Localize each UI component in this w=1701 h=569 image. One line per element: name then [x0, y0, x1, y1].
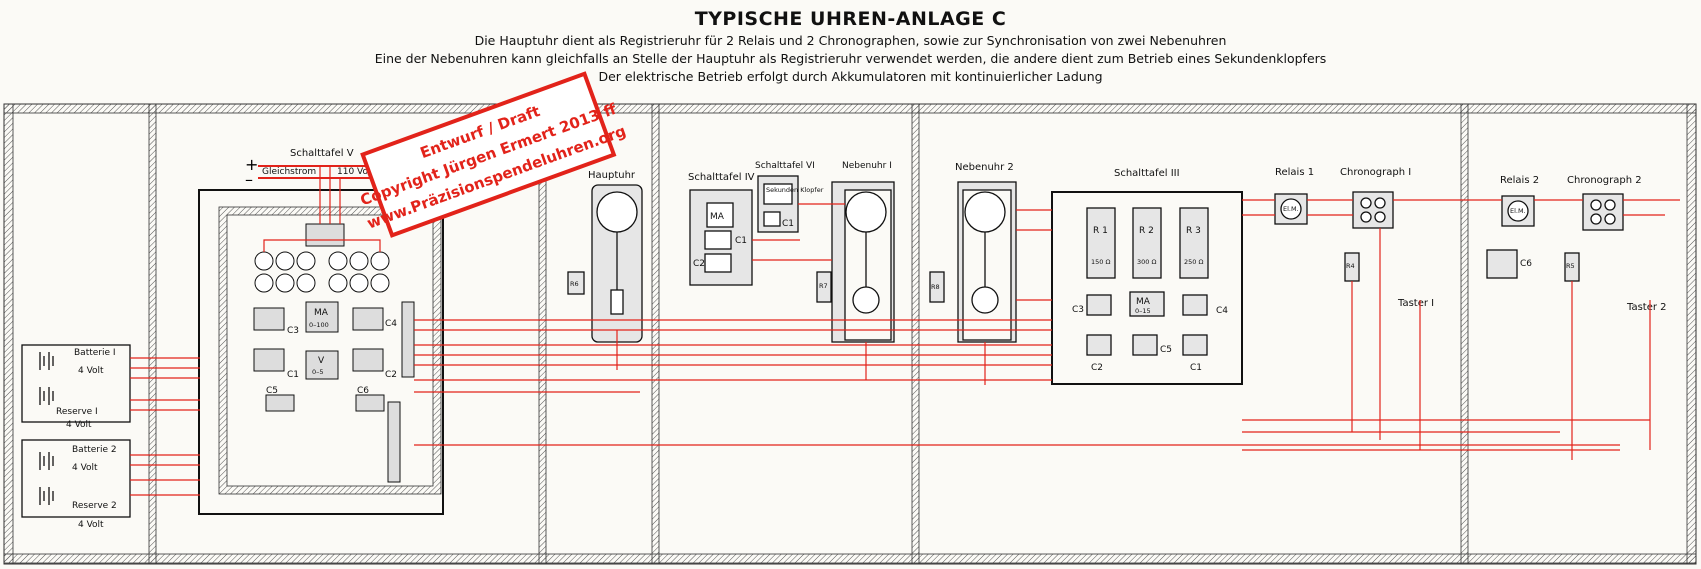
- r3-label: R 3: [1186, 226, 1201, 236]
- st5-c2-label: C2: [385, 370, 397, 380]
- batterie1-volt: 4 Volt: [78, 366, 104, 376]
- nebenuhr1-label: Nebenuhr I: [842, 161, 892, 171]
- nebenuhr1-clock: [816, 181, 895, 343]
- relais2-chrono2: [1486, 193, 1624, 282]
- schalttafel-v-meters: [253, 301, 415, 483]
- st5-c1-label: C1: [287, 370, 299, 380]
- st3-c5-label: C5: [1160, 345, 1172, 355]
- relais1-label: Relais 1: [1275, 167, 1314, 178]
- diagram-title: TYPISCHE UHREN-ANLAGE C: [694, 8, 1007, 30]
- st5-c3-label: C3: [287, 326, 299, 336]
- hauptuhr-clock: [567, 184, 643, 343]
- r3-value: 250 Ω: [1184, 258, 1203, 266]
- st3-c3-label: C3: [1072, 305, 1084, 315]
- st3-c1-label: C1: [1190, 363, 1202, 373]
- chronograph1-label: Chronograph I: [1340, 167, 1411, 178]
- schalttafel-iii-panel: [1051, 191, 1243, 385]
- batteries: [21, 344, 131, 518]
- schalttafel-vi-label: Schalttafel VI: [755, 161, 815, 171]
- st4-ma-label: MA: [710, 212, 725, 222]
- st5-c5-label: C5: [266, 386, 278, 396]
- supply-minus-sign: –: [245, 170, 253, 189]
- batterie2-label: Batterie 2: [72, 445, 117, 455]
- schalttafel-v-label: Schalttafel V: [290, 148, 354, 159]
- taster1-label: Taster I: [1397, 298, 1434, 309]
- wiring: [130, 166, 1680, 496]
- r1-label: R 1: [1093, 226, 1108, 236]
- copyright-stamp: Entwurf / Draft Copyright Jürgen Ermert …: [358, 71, 628, 238]
- st5-c4-label: C4: [385, 319, 397, 329]
- ma-meter-range: 0–100: [309, 321, 329, 329]
- batterie1-label: Batterie I: [74, 348, 116, 358]
- volt110-label: 110 Volt: [337, 167, 375, 177]
- v-meter-range: 0–5: [312, 368, 324, 376]
- sekundenklopfer-label: Sekunden Klopfer: [766, 186, 824, 194]
- schalttafel-iv-label: Schalttafel IV: [688, 172, 755, 183]
- st3-c2-label: C2: [1091, 363, 1103, 373]
- st5-c6-label: C6: [357, 386, 369, 396]
- batterie2-volt: 4 Volt: [72, 463, 98, 473]
- r1-value: 150 Ω: [1091, 258, 1110, 266]
- subtitle-line-1: Die Hauptuhr dient als Registrieruhr für…: [474, 33, 1227, 48]
- r2-label: R 2: [1139, 226, 1154, 236]
- v-meter-label: V: [318, 356, 325, 366]
- nebenuhr2-label: Nebenuhr 2: [955, 162, 1014, 173]
- st3-ma-label: MA: [1136, 297, 1151, 307]
- st3-c4-label: C4: [1216, 306, 1228, 316]
- outer-frame: [3, 103, 1697, 565]
- r2-value: 300 Ω: [1137, 258, 1156, 266]
- reserve1-volt: 4 Volt: [66, 420, 92, 430]
- r8-label: R8: [931, 283, 940, 291]
- supply-plus-sign: +: [245, 155, 258, 174]
- r4-label: R4: [1346, 262, 1355, 270]
- reserve2-label: Reserve 2: [72, 501, 117, 511]
- st4-c2-label: C2: [693, 259, 705, 269]
- taster2-label: Taster 2: [1626, 302, 1667, 313]
- r5-label: R5: [1566, 262, 1575, 270]
- subtitle-line-3: Der elektrische Betrieb erfolgt durch Ak…: [598, 69, 1103, 84]
- st6-c1-label: C1: [782, 219, 794, 229]
- st3-ma-range: 0–15: [1135, 307, 1151, 315]
- schalttafel-iii-label: Schalttafel III: [1114, 168, 1180, 179]
- relais2-label: Relais 2: [1500, 175, 1539, 186]
- relais1-elm-label: El.M.: [1283, 205, 1299, 213]
- schalttafel-iv-panel: [689, 189, 753, 286]
- relais2-c6-label: C6: [1520, 259, 1532, 269]
- chronograph2-label: Chronograph 2: [1567, 175, 1642, 186]
- r6-label: R6: [570, 280, 579, 288]
- nebenuhr2-clock: [929, 181, 1017, 343]
- r7-label: R7: [819, 282, 828, 290]
- gleichstrom-label: Gleichstrom: [262, 167, 316, 177]
- relais2-elm-label: El.M.: [1510, 207, 1526, 215]
- st4-c1-label: C1: [735, 236, 747, 246]
- subtitle-line-2: Eine der Nebenuhren kann gleichfalls an …: [374, 51, 1327, 66]
- ma-meter-label: MA: [314, 308, 329, 318]
- hauptuhr-label: Hauptuhr: [588, 170, 636, 181]
- reserve1-label: Reserve I: [56, 407, 98, 417]
- relais1-chrono1: [1274, 191, 1394, 282]
- reserve2-volt: 4 Volt: [78, 520, 104, 530]
